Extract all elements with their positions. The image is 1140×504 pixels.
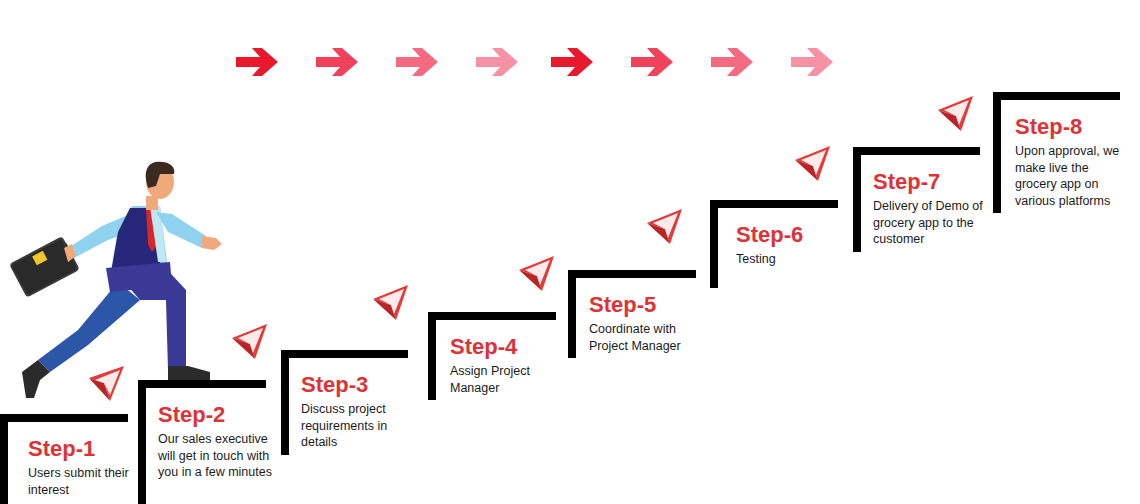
- step-bar: [993, 92, 1120, 100]
- arrow-icon: [631, 48, 673, 76]
- pointer-icon: [647, 209, 682, 244]
- step-box: Step-8Upon approval, we make live the gr…: [993, 92, 1135, 213]
- step-bar: [853, 147, 980, 155]
- pointer-icon: [795, 146, 830, 181]
- top-arrows: [236, 48, 833, 76]
- step-description: Delivery of Demo of grocery app to the c…: [873, 198, 987, 248]
- step-heading: Step-2: [158, 402, 276, 428]
- pointer-icon: [232, 324, 267, 359]
- arrow-icon: [316, 48, 358, 76]
- step-description: Discuss project requirements in details: [301, 401, 411, 451]
- arrow-icon: [711, 48, 753, 76]
- step-bar: [138, 380, 266, 388]
- arrow-icon: [476, 48, 518, 76]
- arrow-icon: [396, 48, 438, 76]
- step-description: Upon approval, we make live the grocery …: [1015, 143, 1133, 209]
- step-description: Users submit their interest: [28, 465, 143, 498]
- step-box: Step-2Our sales executive will get in to…: [138, 380, 278, 504]
- step-bar: [568, 270, 696, 278]
- step-box: Step-5Coordinate with Project Manager: [568, 270, 700, 358]
- pointer-icon: [938, 96, 973, 131]
- step-heading: Step-7: [873, 169, 987, 195]
- step-description: Testing: [736, 251, 838, 268]
- step-heading: Step-4: [450, 334, 554, 360]
- pointer-icon: [373, 285, 408, 320]
- step-heading: Step-1: [28, 436, 143, 462]
- step-heading: Step-5: [589, 292, 698, 318]
- step-heading: Step-8: [1015, 114, 1133, 140]
- step-description: Our sales executive will get in touch wi…: [158, 431, 276, 481]
- step-description: Coordinate with Project Manager: [589, 321, 698, 354]
- businessman: [9, 162, 222, 398]
- step-heading: Step-6: [736, 222, 838, 248]
- step-bar: [710, 200, 838, 208]
- pointer-icon: [519, 256, 554, 291]
- step-box: Step-1Users submit their interest: [0, 414, 145, 504]
- step-box: Step-7Delivery of Demo of grocery app to…: [853, 147, 989, 252]
- step-bar: [281, 350, 408, 358]
- arrow-icon: [791, 48, 833, 76]
- step-box: Step-6Testing: [710, 200, 840, 288]
- arrow-icon: [236, 48, 278, 76]
- arrow-icon: [551, 48, 593, 76]
- step-box: Step-4Assign Project Manager: [428, 312, 556, 400]
- step-pointers: [89, 96, 973, 401]
- step-box: Step-3Discuss project requirements in de…: [281, 350, 413, 455]
- pointer-icon: [89, 366, 124, 401]
- step-heading: Step-3: [301, 372, 411, 398]
- step-bar: [428, 312, 556, 320]
- step-description: Assign Project Manager: [450, 363, 554, 396]
- step-bar: [0, 414, 128, 422]
